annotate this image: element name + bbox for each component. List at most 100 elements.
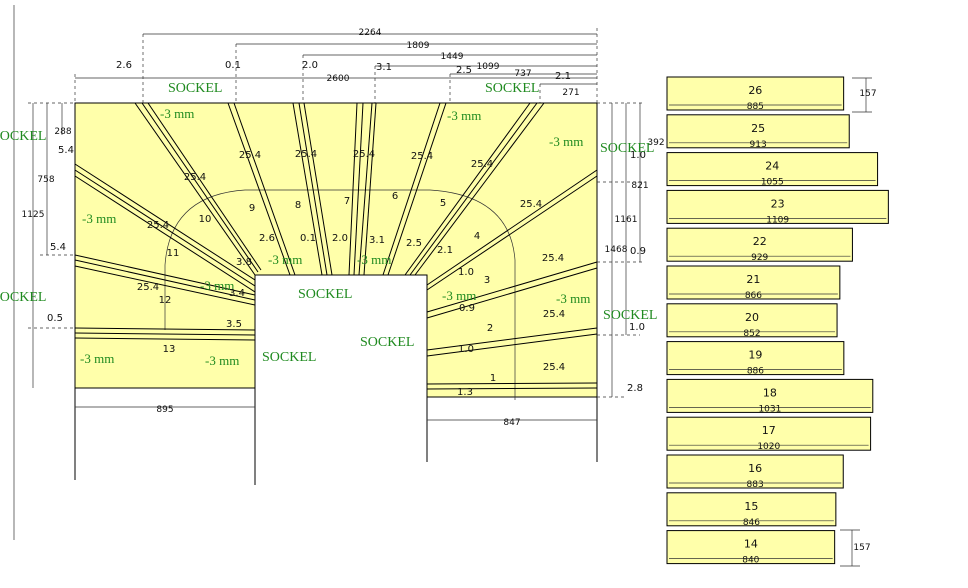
- dim-bottom-895: 895: [156, 405, 173, 415]
- offset-label-4: -3 mm: [82, 211, 116, 226]
- offset-label-2: -3 mm: [447, 108, 481, 123]
- tread-height-top: 157: [859, 89, 876, 99]
- step-dividers: [74, 102, 598, 390]
- tread-width: 1109: [766, 215, 789, 225]
- dim-left-1125: 1125: [22, 210, 45, 220]
- inner-value: 3.4: [229, 288, 245, 299]
- tread-width: 885: [747, 102, 764, 112]
- offset-label-1: -3 mm: [160, 106, 194, 121]
- width-value: 25.4: [411, 151, 433, 162]
- tread-rect: [666, 227, 853, 262]
- dim-top-2-6: 2.6: [116, 60, 132, 71]
- step-number: 6: [392, 191, 398, 202]
- dim-right-0-9: 0.9: [630, 246, 646, 257]
- tread-rect: [666, 530, 836, 565]
- sockel-label-well-top: SOCKEL: [298, 287, 352, 302]
- dim-top-737: 737: [514, 69, 531, 79]
- right-dimension-lines: [597, 102, 645, 398]
- dim-right-2-8: 2.8: [627, 383, 643, 394]
- step-number: 10: [199, 214, 212, 225]
- tread-number: 21: [746, 273, 760, 286]
- width-value: 25.4: [184, 172, 206, 183]
- sockel-label-left-top: SOCKEL: [0, 129, 46, 144]
- tread-width: 913: [750, 140, 767, 150]
- inner-value: 2.0: [332, 233, 348, 244]
- tread-height-bottom: 157: [853, 543, 870, 553]
- sockel-label-well-left: SOCKEL: [262, 350, 316, 365]
- sockel-label-right-bottom: SOCKEL: [603, 308, 657, 323]
- width-value: 25.4: [353, 149, 375, 160]
- tread-number: 15: [744, 500, 758, 513]
- step-number: 7: [344, 196, 350, 207]
- step-number: 1: [490, 373, 496, 384]
- width-value: 25.4: [542, 253, 564, 264]
- tread-rect: [666, 189, 889, 224]
- tread-width: 883: [747, 480, 764, 490]
- inner-value: 2.1: [437, 245, 453, 256]
- dim-top-1099: 1099: [477, 62, 500, 72]
- dim-right-1468: 1468: [605, 245, 628, 255]
- tread-number: 24: [765, 160, 779, 173]
- tread-width: 929: [751, 253, 768, 263]
- step-number: 12: [159, 295, 172, 306]
- tread-number: 23: [771, 197, 785, 210]
- dim-left-5-4b: 5.4: [50, 242, 66, 253]
- offset-label-6: -3 mm: [357, 252, 391, 267]
- step-number: 8: [295, 200, 301, 211]
- tread-number: 19: [748, 349, 762, 362]
- inner-value: 3.5: [226, 319, 242, 330]
- dim-top-2600: 2600: [327, 74, 350, 84]
- dim-left-0-5: 0.5: [47, 313, 63, 324]
- tread-width: 846: [743, 518, 760, 528]
- dim-left-758: 758: [37, 175, 54, 185]
- tread-rect: [666, 152, 879, 187]
- inner-value: 0.9: [459, 303, 475, 314]
- inner-value: 2.6: [259, 233, 275, 244]
- tread-item: 16 883: [666, 454, 844, 490]
- dim-left-5-4a: 5.4: [58, 145, 74, 156]
- top-dimension-lines: [74, 28, 598, 103]
- dim-bottom-847: 847: [503, 418, 520, 428]
- tread-item: 25 913: [666, 114, 850, 150]
- dim-right-1-0a: 1.0: [630, 150, 646, 161]
- dim-top-3-1: 3.1: [376, 62, 392, 73]
- width-value: 25.4: [147, 220, 169, 231]
- offset-label-11: -3 mm: [205, 353, 239, 368]
- dim-top-2264: 2264: [359, 28, 382, 38]
- tread-number: 25: [751, 122, 765, 135]
- tread-width: 1020: [757, 442, 780, 452]
- sockel-label-top-left: SOCKEL: [168, 81, 222, 96]
- step-number: 13: [163, 344, 176, 355]
- dim-right-1161: 1161: [615, 215, 638, 225]
- offset-label-7: -3 mm: [200, 278, 234, 293]
- width-value: 25.4: [543, 362, 565, 373]
- width-value: 25.4: [520, 199, 542, 210]
- left-dimension-lines: [28, 102, 75, 388]
- step-number: 9: [249, 203, 255, 214]
- tread-item: 23 1109: [666, 189, 889, 225]
- width-value: 25.4: [543, 309, 565, 320]
- tread-number: 16: [748, 462, 762, 475]
- tread-rect: [666, 341, 845, 376]
- tread-rect: [666, 114, 850, 149]
- tread-number: 22: [753, 235, 767, 248]
- dim-top-2-5: 2.5: [456, 65, 472, 76]
- offset-label-3: -3 mm: [549, 134, 583, 149]
- tread-width: 852: [743, 329, 760, 339]
- step-number: 5: [440, 198, 446, 209]
- sockel-label-well-right: SOCKEL: [360, 335, 414, 350]
- tread-width: 1031: [758, 404, 781, 414]
- step-number: 2: [487, 323, 493, 334]
- width-value: 25.4: [239, 150, 261, 161]
- step-number: 11: [167, 248, 180, 259]
- width-value: 25.4: [295, 149, 317, 160]
- tread-item: 15 846: [666, 492, 837, 528]
